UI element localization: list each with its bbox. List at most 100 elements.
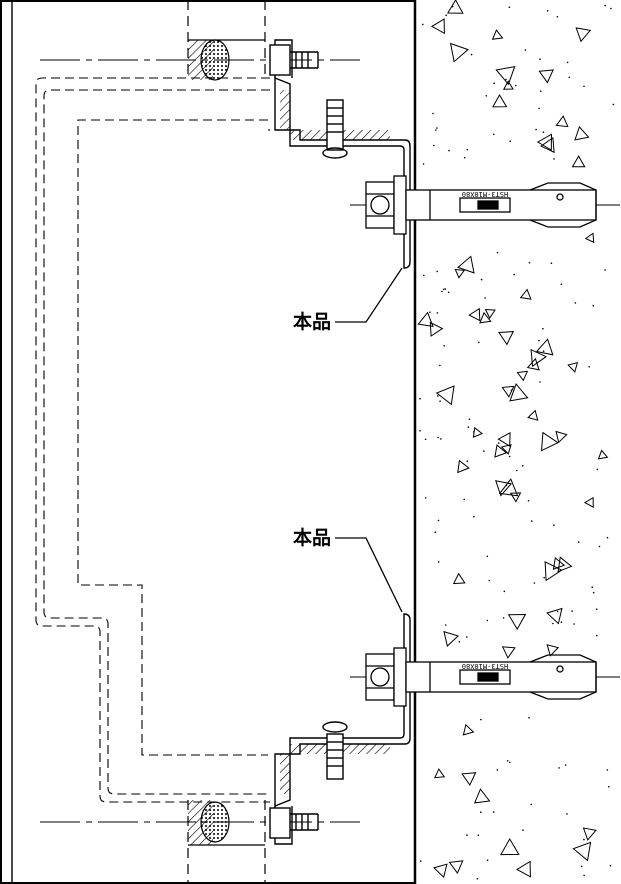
aggregate-dot [473,516,475,518]
aggregate-dot [530,803,532,806]
aggregate-dot [592,305,594,307]
aggregate-dot [558,767,560,769]
aggregate-triangle [479,311,492,324]
callout-label-bottom: 本品 [293,527,332,549]
aggregate-triangle [449,42,469,63]
aggregate-dot [466,636,468,638]
aggregate-triangle [516,370,529,382]
aggregate-dot [451,5,454,8]
aggregate-dot [433,144,435,147]
aggregate-dot [606,536,609,539]
aggregate-dot [437,436,439,439]
aggregate-dot [552,622,554,625]
aggregate-dot [441,290,443,293]
aggregate-dot [540,90,542,92]
aggregate-dot [583,874,585,877]
aggregate-triangle [495,480,513,497]
aggregate-dot [524,49,527,51]
aggregate-dot [419,860,422,862]
aggregate-triangle [567,362,579,373]
aggregate-triangle [530,348,548,368]
aggregate-dot [538,107,540,110]
anchor-marking-text: HST3-M10X80 [462,662,508,670]
aggregate-triangle [501,646,516,659]
aggregate-dot [578,541,580,543]
aggregate-dot [503,590,506,593]
aggregate-dot [505,78,507,81]
aggregate-triangle [461,772,477,786]
aggregate-dot [419,397,421,400]
aggregate-triangle [429,321,444,337]
aggregate-dot [480,718,482,721]
aggregate-dot [598,545,601,548]
aggregate-dot [604,4,606,7]
aggregate-dot [546,10,549,12]
bottom-mullion [187,800,266,884]
aggregate-dot [436,312,439,314]
aggregate-dot [533,582,536,584]
aggregate-dot [550,262,553,265]
callout-label-top: 本品 [293,311,332,333]
aggregate-dot [595,608,598,610]
concrete-aggregate [417,0,615,880]
aggregate-dot [424,497,427,499]
aggregate-dot [505,484,508,487]
aggregate-dot [437,395,439,397]
aggregate-triangle [494,444,508,458]
aggregate-dot [467,426,470,428]
aggregate-dot [522,465,524,467]
aggregate-dot [468,418,471,421]
aggregate-dot [502,617,505,619]
aggregate-dot [612,103,615,106]
aggregate-dot [476,878,479,880]
anchor-bolt-top [365,175,597,235]
aggregate-dot [437,561,440,563]
aggregate-dot [604,269,606,271]
aggregate-triangle [538,69,554,84]
aggregate-triangle [574,125,590,141]
aggregate-triangle [468,307,481,322]
aggregate-dot [556,610,559,613]
aggregate-dot [480,811,482,813]
aggregate-dot [437,519,440,522]
aggregate-triangle [500,444,512,455]
aggregate-dot [432,112,434,115]
aggregate-dot [493,82,495,84]
aggregate-dot [496,251,499,254]
aggregate-triangle [535,338,554,356]
aggregate-triangle [448,860,464,875]
aggregate-dot [560,621,563,623]
anchor-marking-text: HST3-M10X80 [462,190,508,198]
aggregate-dot [539,58,541,60]
aggregate-dot [444,624,447,626]
aggregate-dot [443,288,445,291]
aggregate-dot [486,619,489,622]
aggregate-dot [488,579,491,582]
aggregate-dot [436,127,438,129]
aggregate-dot [553,158,555,160]
aggregate-dot [580,865,583,868]
aggregate-triangle [519,288,532,300]
aggregate-dot [444,288,447,290]
leader-top [335,267,403,323]
aggregate-dot [588,366,590,368]
top-bracket [269,39,411,269]
aggregate-dot [485,95,488,97]
aggregate-triangle [495,65,516,86]
aggregate-dot [429,311,431,314]
aggregate-triangle [500,838,520,856]
aggregate-triangle [501,385,515,398]
aggregate-dot [608,785,610,788]
aggregate-triangle [516,860,531,878]
leader-lines [335,267,403,613]
hidden-frame-profile [35,77,270,803]
aggregate-triangle [484,308,496,319]
aggregate-triangle [552,556,566,570]
aggregate-dot [447,291,450,294]
aggregate-triangle [454,268,466,279]
aggregate-triangle [555,115,569,128]
aggregate-dot [492,811,495,813]
aggregate-triangle [509,383,529,402]
aggregate-dot [506,760,509,762]
aggregate-dot [510,389,513,392]
